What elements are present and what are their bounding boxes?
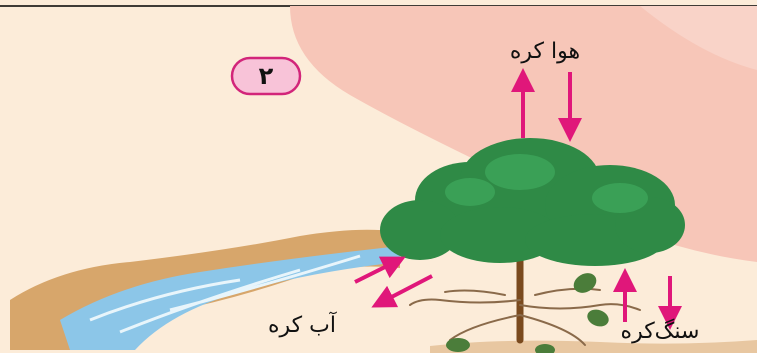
step-badge: ۲ <box>232 58 300 94</box>
label-hydrosphere: آب کره <box>268 311 337 338</box>
label-atmosphere: هوا کره <box>510 39 580 64</box>
label-lithosphere: سنگ‌کره <box>621 318 700 344</box>
badge-number: ۲ <box>259 62 274 90</box>
